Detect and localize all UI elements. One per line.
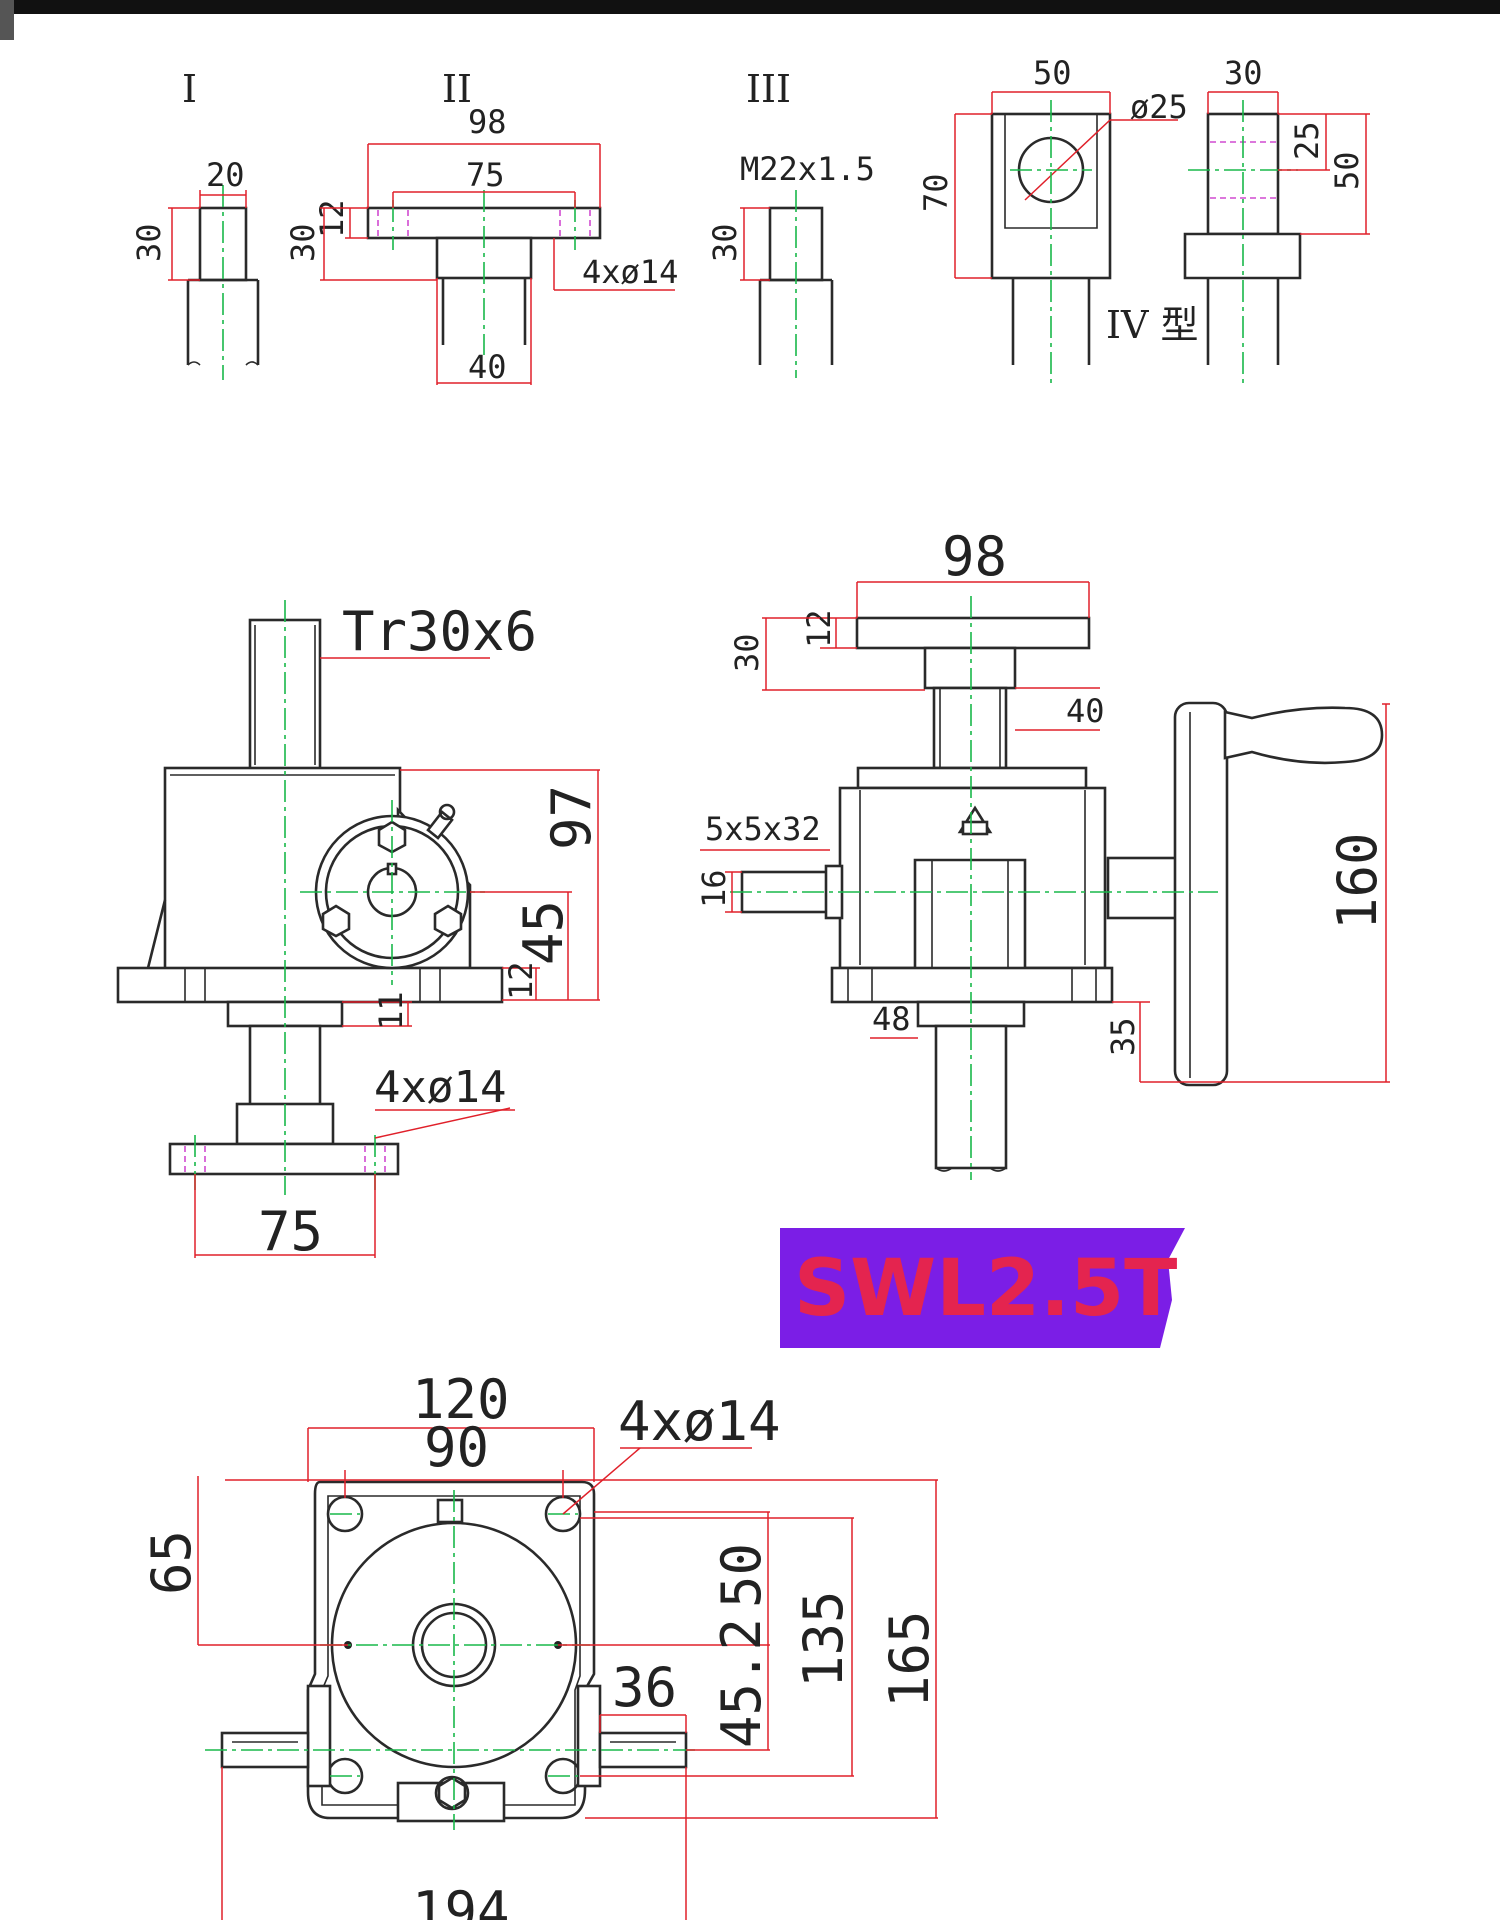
variant-4-label: IV 型 <box>1106 303 1199 347</box>
variant-1: I 20 30 <box>130 67 260 380</box>
v4-hole-dim: ø25 <box>1130 88 1188 126</box>
top-border <box>0 0 1500 14</box>
side-height-30: 30 <box>728 633 766 672</box>
variant-3: III M22x1.5 30 <box>706 67 875 378</box>
variant-3-label: III <box>746 67 791 111</box>
v3-height-dim: 30 <box>706 223 744 262</box>
side-key-dim: 5x5x32 <box>705 810 821 848</box>
variant-2: II 98 75 12 30 40 <box>284 67 678 386</box>
front-thread-dim: Tr30x6 <box>342 600 537 663</box>
v2-flange-dim: 12 <box>313 199 351 238</box>
v2-bolt-dim: 4xø14 <box>582 253 678 291</box>
variant-2-label: II <box>442 67 472 111</box>
v1-height-dim: 30 <box>130 223 168 262</box>
v4-width-dim: 50 <box>1033 54 1072 92</box>
plan-h-50: 50 <box>710 1543 773 1608</box>
plan-bolt-dim: 4xø14 <box>618 1390 781 1453</box>
front-plate-75: 75 <box>258 1200 323 1263</box>
v2-holes-dim: 75 <box>466 156 505 194</box>
front-height-45: 45 <box>512 900 575 965</box>
side-shaft-16: 16 <box>695 869 733 908</box>
v4-height-dim: 70 <box>917 173 955 212</box>
front-base-11: 11 <box>372 991 410 1030</box>
plan-length-194: 194 <box>412 1880 510 1920</box>
model-badge-text: SWL2.5T <box>794 1244 1177 1334</box>
model-badge-background <box>780 1228 1185 1348</box>
plan-h-165: 165 <box>878 1610 941 1708</box>
plan-h-45-2: 45.2 <box>710 1618 773 1748</box>
variant-4-side: 30 25 50 <box>1183 54 1370 385</box>
plan-h-135: 135 <box>792 1590 855 1688</box>
front-height-97: 97 <box>540 785 603 850</box>
front-view: Tr30x6 97 45 12 11 4xø14 75 <box>116 600 603 1263</box>
v2-hub-dim: 40 <box>468 348 507 386</box>
model-badge: SWL2.5T <box>780 1228 1185 1348</box>
side-top-98: 98 <box>942 525 1007 588</box>
variant-4: 50 70 ø25 IV 型 <box>917 54 1199 385</box>
v4s-height-dim: 50 <box>1328 151 1366 190</box>
v2-height-dim: 30 <box>284 223 322 262</box>
side-handle-35: 35 <box>1104 1017 1142 1056</box>
side-view: 98 12 30 40 5x5x32 16 48 35 160 <box>695 525 1390 1180</box>
front-flange-12: 12 <box>502 961 540 1000</box>
left-border <box>0 0 14 40</box>
variant-1-label: I <box>182 67 197 111</box>
side-handle-160: 160 <box>1326 832 1389 930</box>
v3-thread-dim: M22x1.5 <box>740 150 875 188</box>
plan-holes-90: 90 <box>424 1416 489 1479</box>
side-hub-40: 40 <box>1066 692 1105 730</box>
plan-offset-65: 65 <box>140 1530 203 1595</box>
v4s-top-dim: 25 <box>1288 121 1326 160</box>
v1-width-dim: 20 <box>206 156 245 194</box>
plan-width-120: 120 <box>412 1368 510 1431</box>
side-offset-48: 48 <box>872 1000 911 1038</box>
v4s-width-dim: 30 <box>1224 54 1263 92</box>
front-bolt-dim: 4xø14 <box>374 1062 506 1113</box>
v2-outer-dim: 98 <box>468 103 507 141</box>
side-plate-12: 12 <box>800 609 838 648</box>
plan-view: 120 90 4xø14 65 50 45.2 135 165 <box>140 1368 941 1920</box>
plan-shaft-36: 36 <box>612 1656 677 1719</box>
